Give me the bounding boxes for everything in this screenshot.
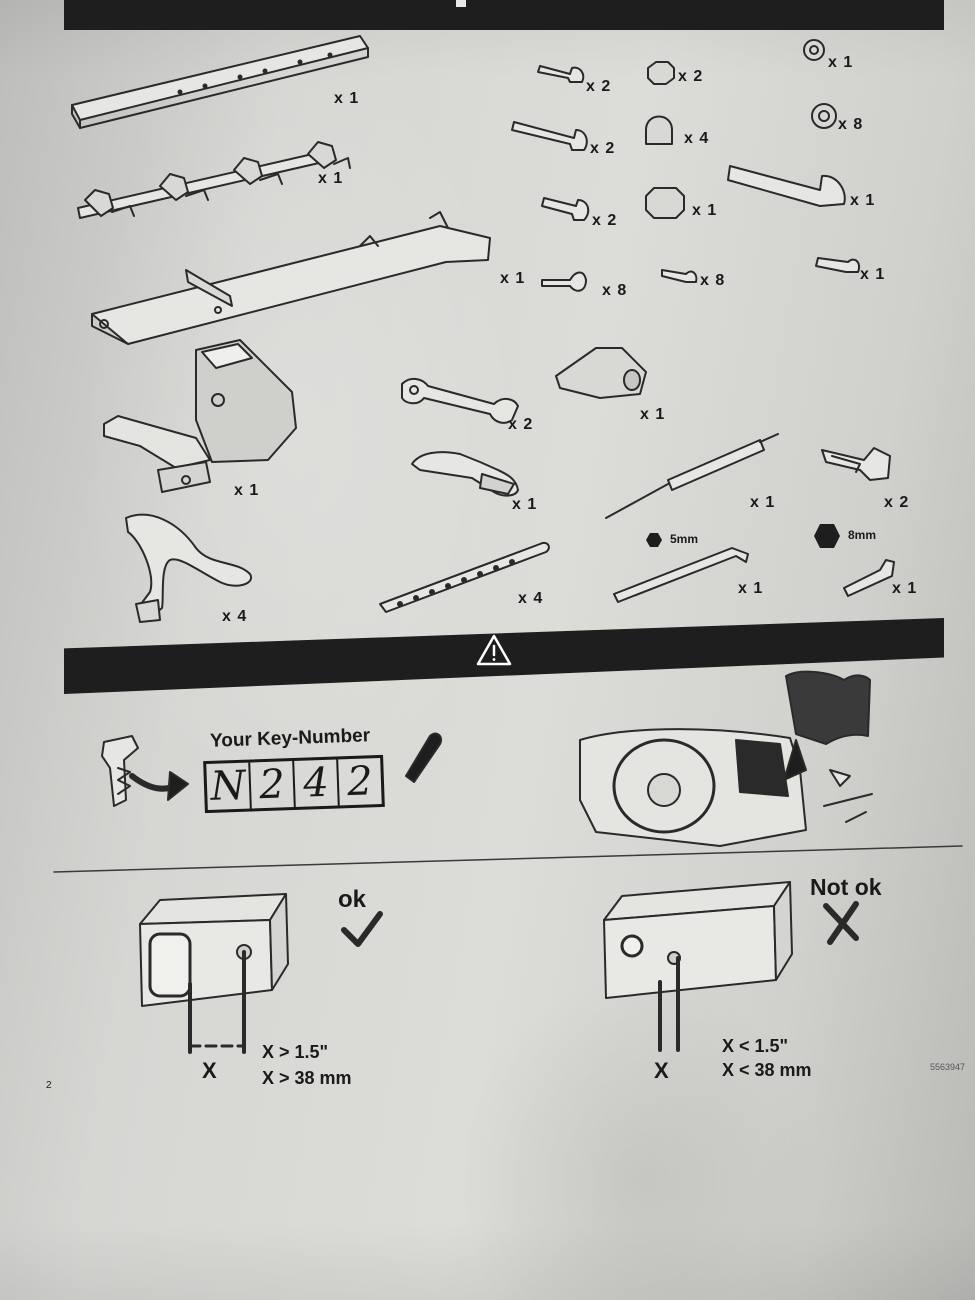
- hex-tool-qty: x 1: [512, 496, 538, 513]
- section-divider: [53, 845, 963, 873]
- lock-nut-qty: x 1: [692, 202, 718, 219]
- pin-qty: x 1: [850, 192, 876, 209]
- allen-5-qty: x 1: [738, 580, 764, 597]
- wrench-qty: x 2: [508, 416, 534, 433]
- keys-qty: x 2: [884, 494, 910, 511]
- key-digit: 2: [346, 758, 374, 806]
- allen-key-8-illustration: [814, 524, 895, 597]
- hex-tool-illustration: [411, 451, 519, 497]
- strap-illustration: [379, 542, 550, 613]
- gas-spring-qty: x 1: [750, 494, 776, 511]
- strap-qty: x 4: [518, 590, 544, 607]
- bolt-d-qty: x 8: [602, 282, 628, 299]
- frame-holder-qty: x 4: [222, 608, 248, 625]
- allen-8-qty: x 1: [892, 580, 918, 597]
- key-number-box: N 2 4 2: [203, 754, 385, 814]
- nut-a-qty: x 2: [678, 68, 704, 85]
- not-ok-x-label: X: [654, 1058, 669, 1083]
- not-ok-label: Not ok: [810, 874, 882, 900]
- bolt-a-qty: x 2: [586, 78, 612, 95]
- hardware-illustrations: [511, 39, 860, 292]
- top-header-bar: [64, 0, 944, 30]
- key-digit: 2: [250, 760, 296, 809]
- main-arm-qty: x 1: [500, 270, 526, 287]
- small-pin-qty: x 1: [860, 266, 886, 283]
- check-mark-icon: [341, 911, 383, 947]
- ok-label: ok: [338, 886, 367, 913]
- hitch-ok-illustration: [139, 893, 289, 1054]
- rail-qty: x 1: [334, 90, 360, 107]
- wrench-illustration: [401, 378, 519, 424]
- key-icon: [101, 735, 139, 807]
- cross-mark-icon: [823, 901, 859, 945]
- rail-illustration: [71, 35, 369, 129]
- frame-holder-illustration: [125, 513, 253, 623]
- gas-spring-illustration: [605, 433, 779, 519]
- not-ok-condition-mm: X < 38 mm: [722, 1060, 812, 1080]
- pad-block-qty: x 1: [640, 406, 666, 423]
- bolt-c-qty: x 2: [592, 212, 618, 229]
- bolt-b-qty: x 2: [590, 140, 616, 157]
- allen-8-size: 8mm: [848, 528, 877, 542]
- ok-condition-inches: X > 1.5": [262, 1042, 329, 1062]
- cap-nut-qty: x 4: [684, 130, 710, 147]
- tray-bar-illustration: [77, 141, 351, 219]
- document-code: 5563947: [930, 1062, 966, 1072]
- key-digit: N: [206, 762, 252, 811]
- key-digit: 4: [294, 759, 340, 807]
- warning-triangle-icon: [476, 634, 512, 666]
- marker-pen-icon: [405, 732, 442, 783]
- main-arm-illustration: [91, 211, 491, 345]
- allen-5-size: 5mm: [670, 532, 699, 546]
- header-tab-mark: [456, 0, 466, 7]
- head-unit-illustration: [103, 339, 297, 493]
- head-unit-qty: x 1: [234, 482, 260, 499]
- keys-illustration: [821, 447, 891, 481]
- hitch-not-ok-illustration: [603, 881, 793, 1052]
- page-number: 2: [46, 1080, 52, 1091]
- washer-a-qty: x 1: [828, 54, 854, 71]
- not-ok-condition-inches: X < 1.5": [722, 1036, 789, 1056]
- ok-condition-mm: X > 38 mm: [262, 1068, 352, 1088]
- tray-bar-qty: x 1: [318, 170, 344, 187]
- allen-key-5-illustration: [613, 533, 749, 603]
- pad-block-illustration: [555, 347, 647, 399]
- small-bolt-qty: x 8: [700, 272, 726, 289]
- ok-x-label: X: [202, 1058, 217, 1083]
- washer-b-qty: x 8: [838, 116, 864, 133]
- arrow-icon: [129, 771, 189, 801]
- car-interior-illustration: [579, 670, 873, 847]
